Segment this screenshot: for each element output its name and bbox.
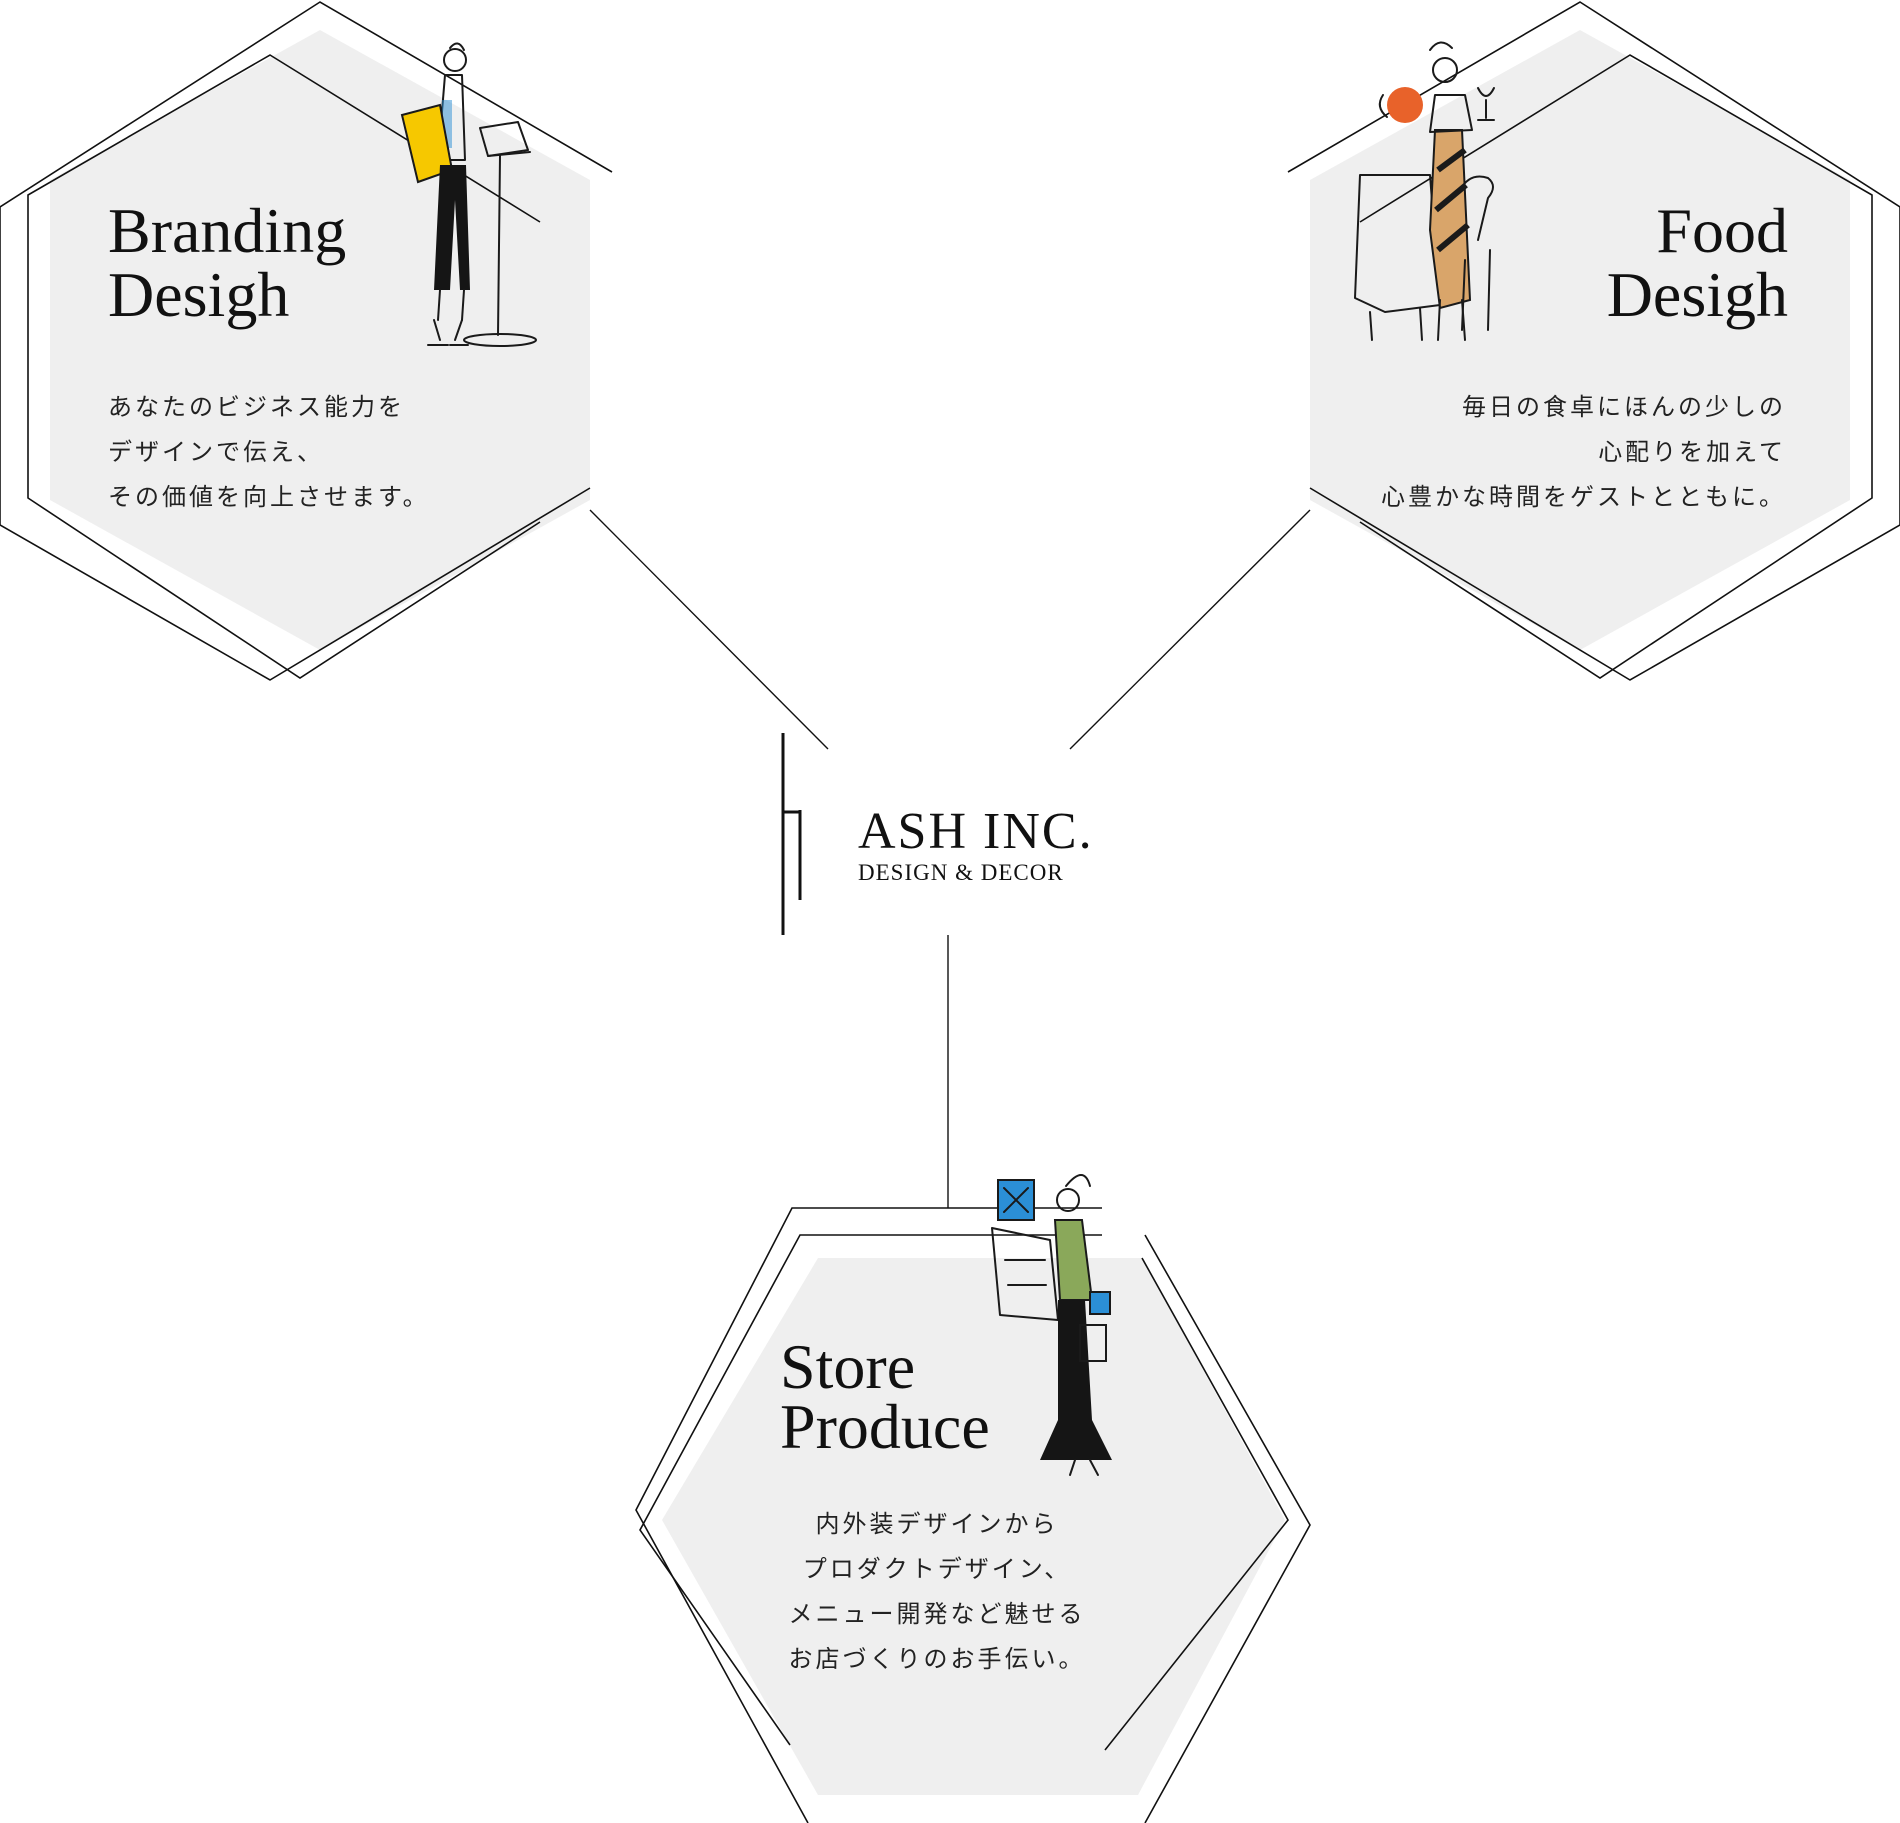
food-body-line3: 心豊かな時間をゲストとともに。 (1381, 483, 1786, 511)
ash-logo-mark (781, 733, 802, 935)
store-hex-outline-inner-right (1104, 1257, 1289, 1751)
food-title-line2: Desigh (1607, 259, 1788, 330)
food-body-line2: 心配りを加えて (1598, 438, 1786, 466)
connector-food (1069, 509, 1311, 750)
store-body-line2: プロダクトデザイン、 (803, 1555, 1072, 1583)
food-hex-outline-outer (1287, 1, 1900, 681)
store-body-line3: メニュー開発など魅せる (789, 1600, 1086, 1628)
branding-illustration (400, 42, 537, 347)
branding-hex-outline-outer (0, 1, 613, 681)
store-hex-outline-inner (639, 1234, 1102, 1746)
branding-title-line2: Desigh (108, 259, 289, 330)
branding-body-line2: デザインで伝え、 (108, 438, 324, 466)
service-store[interactable]: Store Produce 内外装デザインから プロダクトデザイン、 メニュー開… (635, 1174, 1311, 1823)
service-branding[interactable]: Branding Desigh あなたのビジネス能力を デザインで伝え、 その価… (0, 1, 613, 681)
food-hex-outline-inner (1359, 54, 1873, 679)
branding-title-line1: Branding (108, 195, 346, 266)
store-hex-fill (662, 1258, 1285, 1795)
store-title-line2: Produce (780, 1391, 990, 1462)
store-hex-outline-outer (635, 1207, 1102, 1823)
store-body-line1: 内外装デザインから (816, 1510, 1059, 1538)
branding-hex-outline-inner (27, 54, 541, 679)
food-illustration (1354, 41, 1495, 341)
ash-logo[interactable]: ASH INC. DESIGN & DECOR (781, 733, 1094, 935)
branding-body-line1: あなたのビジネス能力を (108, 393, 405, 421)
logo-tagline: DESIGN & DECOR (858, 860, 1064, 885)
store-body-line4: お店づくりのお手伝い。 (789, 1645, 1086, 1673)
connector-branding (589, 509, 829, 750)
store-illustration (991, 1174, 1112, 1476)
service-food[interactable]: Food Desigh 毎日の食卓にほんの少しの 心配りを加えて 心豊かな時間を… (1287, 1, 1900, 681)
logo-name: ASH INC. (858, 803, 1094, 860)
store-title-line1: Store (780, 1331, 915, 1402)
food-body-line1: 毎日の食卓にほんの少しの (1462, 393, 1786, 421)
branding-body-line3: その価値を向上させます。 (108, 483, 430, 511)
store-hex-outline-outer-right (1144, 1234, 1311, 1823)
food-title-line1: Food (1656, 195, 1788, 266)
